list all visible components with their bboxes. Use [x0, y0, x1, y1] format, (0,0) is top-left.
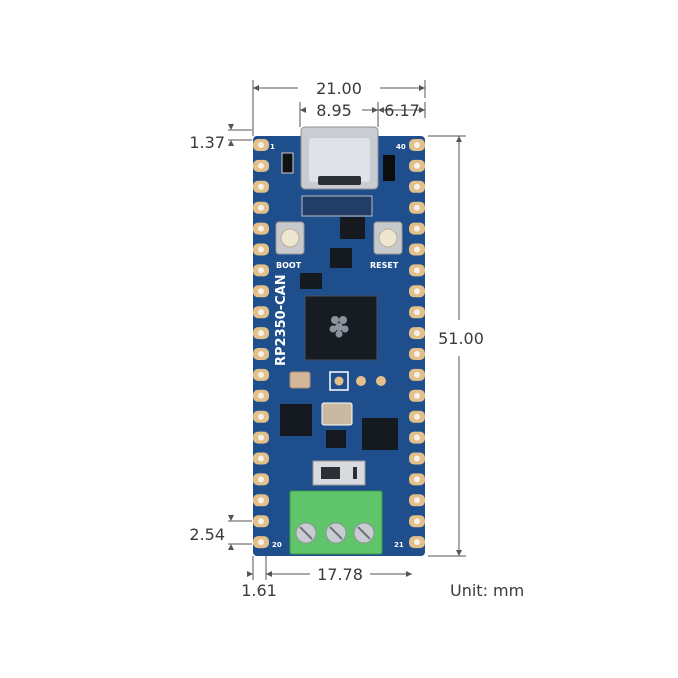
- pad-hole-right: [414, 246, 420, 253]
- dim-edge-offset: 1.61: [241, 581, 277, 600]
- unit-label: Unit: mm: [450, 581, 524, 600]
- dim-pin-pitch: 2.54: [189, 525, 225, 544]
- pad-hole-right: [414, 183, 420, 190]
- pad-hole-left: [258, 246, 264, 253]
- pad-hole-left: [258, 371, 264, 378]
- pad-hole-left: [258, 204, 264, 211]
- dimension-arrows: [228, 85, 462, 577]
- flash-chip: [300, 273, 322, 289]
- dimension-lines: [228, 80, 466, 580]
- pad-hole-left: [258, 142, 264, 148]
- pad-hole-right: [414, 371, 420, 378]
- power-chip: [362, 418, 398, 450]
- pin-40-label: 40: [396, 143, 406, 151]
- pad-hole-left: [258, 497, 264, 504]
- pad-hole-left: [258, 476, 264, 483]
- pad-hole-left: [258, 309, 264, 316]
- diode-component: [326, 430, 346, 448]
- dim-top-offset: 1.37: [189, 133, 225, 152]
- pad-hole-right: [414, 225, 420, 232]
- can-screw-terminal: [289, 490, 383, 555]
- pad-hole-left: [258, 330, 264, 337]
- reset-button: [373, 221, 403, 255]
- resistor-array: [301, 195, 373, 217]
- pad-hole-right: [414, 142, 420, 148]
- board-name-label: RP2350-CAN: [274, 274, 289, 366]
- reset-label: RESET: [370, 261, 399, 270]
- pad-hole-right: [414, 162, 420, 169]
- pad-hole-left: [258, 225, 264, 232]
- pad-hole-left: [258, 434, 264, 441]
- pad-hole-right: [414, 392, 420, 399]
- pad-hole-left: [258, 162, 264, 169]
- pin-21-label: 21: [394, 541, 404, 549]
- pad-hole-left: [258, 267, 264, 274]
- boot-label: BOOT: [276, 261, 302, 270]
- pad-hole-left: [258, 413, 264, 420]
- pad-hole-right: [414, 497, 420, 504]
- transistor-component: [383, 155, 395, 181]
- pad-hole-left: [258, 288, 264, 295]
- usb-c-connector: [300, 126, 379, 190]
- test-pad-1: [334, 376, 344, 386]
- pad-hole-left: [258, 539, 264, 546]
- dim-usb-offset: 6.17: [384, 101, 420, 120]
- pad-hole-left: [258, 351, 264, 357]
- raspberry-logo-icon: [329, 316, 349, 338]
- boot-button: [275, 221, 305, 255]
- oscillator-component: [321, 402, 353, 426]
- test-pad-3: [376, 376, 386, 386]
- pin-20-label: 20: [272, 541, 282, 549]
- pad-hole-right: [414, 309, 420, 316]
- rp2350-main-chip: [304, 295, 378, 361]
- pad-hole-right: [414, 351, 420, 357]
- pad-hole-right: [414, 455, 420, 462]
- pad-hole-right: [414, 476, 420, 483]
- pad-hole-right: [414, 267, 420, 274]
- pad-hole-right: [414, 539, 420, 546]
- crystal-component: [289, 371, 311, 389]
- pin-1-label: 1: [270, 143, 275, 151]
- pad-hole-left: [258, 455, 264, 462]
- termination-switch: [312, 460, 366, 486]
- inductor-component: [330, 248, 352, 268]
- pad-hole-right: [414, 204, 420, 211]
- dim-pin-span: 17.78: [317, 565, 363, 584]
- dim-total-width: 21.00: [316, 79, 362, 98]
- led-component: [281, 152, 294, 174]
- pad-hole-right: [414, 434, 420, 441]
- pad-hole-left: [258, 183, 264, 190]
- test-pad-2: [356, 376, 366, 386]
- pad-hole-right: [414, 330, 420, 337]
- dim-usb-width: 8.95: [316, 101, 352, 120]
- pad-hole-right: [414, 518, 420, 525]
- pad-hole-right: [414, 413, 420, 420]
- pad-hole-left: [258, 392, 264, 399]
- dim-board-length: 51.00: [438, 329, 484, 348]
- pad-hole-left: [258, 518, 264, 525]
- regulator-chip: [340, 217, 365, 239]
- can-transceiver-chip: [280, 404, 312, 436]
- castellated-pads: [253, 139, 425, 549]
- pad-hole-right: [414, 288, 420, 295]
